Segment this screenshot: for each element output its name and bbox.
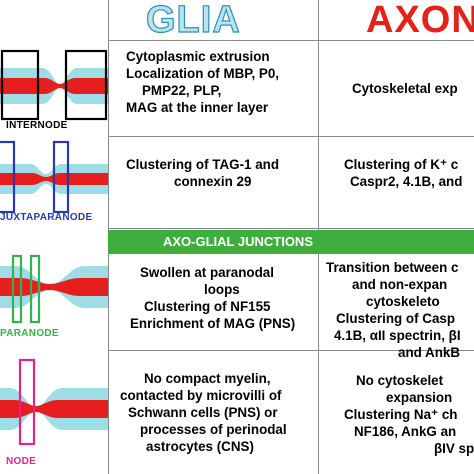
node-axon-cell: No cytoskelet expansion Clustering Na⁺ c… — [344, 372, 474, 457]
node-glia-line: contacted by microvilli of — [120, 388, 282, 403]
paranode-highlight-box — [11, 254, 23, 324]
juxtaparanode-axon-cell: Clustering of K⁺ c Caspr2, 4.1B, and — [344, 156, 462, 190]
node-axon-line: βIV spectrin — [434, 441, 474, 456]
node-diagram — [0, 358, 108, 446]
juxtaparanode-glia-line: connexin 29 — [174, 174, 252, 189]
juxtaparanode-label: JUXTAPARANODE — [0, 212, 93, 223]
row-divider-3 — [108, 350, 474, 351]
paranode-axon-line: cytoskeleto — [366, 294, 440, 309]
row-divider-2 — [108, 228, 474, 229]
axon-core — [0, 278, 108, 296]
paranode-glia-line: Enrichment of MAG (PNS) — [130, 316, 296, 331]
paranode-axon-line: Clustering of Casp — [336, 311, 456, 326]
node-glia-line: processes of perinodal — [140, 422, 287, 437]
internode-diagram — [0, 49, 108, 121]
node-axon-line: expansion — [386, 390, 453, 405]
juxtaparanode-glia-cell: Clustering of TAG-1 and connexin 29 — [126, 156, 279, 190]
internode-highlight-box — [0, 49, 40, 121]
row-divider-header — [108, 40, 474, 41]
node-label: NODE — [6, 456, 37, 467]
node-axon-line: Clustering Na⁺ ch — [344, 407, 458, 422]
axon-core — [0, 400, 108, 418]
internode-glia-line: MAG at the inner layer — [126, 100, 269, 115]
paranode-glia-line: loops — [204, 282, 240, 297]
node-axon-line: No cytoskelet — [356, 373, 444, 388]
axon-core — [0, 78, 108, 94]
internode-glia-line: PMP22, PLP, — [142, 83, 222, 98]
juxtaparanode-diagram — [0, 140, 108, 214]
glia-column-title: GLIA — [145, 0, 241, 41]
juxtaparanode-axon-line: Caspr2, 4.1B, and — [350, 174, 463, 189]
juxtaparanode-highlight-box — [0, 140, 16, 214]
paranode-axon-line: Transition between c — [326, 260, 459, 275]
internode-highlight-box — [64, 49, 108, 121]
axon-column-title: AXON — [366, 0, 474, 41]
paranode-axon-line: and AnkB — [398, 345, 460, 360]
internode-label: INTERNODE — [6, 120, 68, 131]
internode-axon-cell: Cytoskeletal exp — [352, 80, 458, 97]
juxtaparanode-axon-line: Clustering of K⁺ c — [344, 157, 459, 172]
node-glia-line: astrocytes (CNS) — [146, 439, 254, 454]
axo-glial-junctions-banner — [108, 230, 474, 254]
internode-glia-line: Cytoplasmic extrusion — [126, 49, 270, 64]
node-highlight-box — [18, 358, 36, 446]
juxtaparanode-glia-line: Clustering of TAG-1 and — [126, 157, 279, 172]
paranode-glia-cell: Swollen at paranodal loops Clustering of… — [130, 264, 295, 332]
internode-glia-line: Localization of MBP, P0, — [126, 66, 280, 81]
paranode-axon-cell: Transition between c and non-expan cytos… — [326, 259, 461, 361]
paranode-glia-line: Swollen at paranodal — [140, 265, 274, 280]
internode-glia-cell: Cytoplasmic extrusion Localization of MB… — [126, 48, 279, 116]
paranode-label: PARANODE — [0, 328, 59, 339]
paranode-diagram — [0, 254, 108, 324]
paranode-axon-line: and non-expan — [352, 277, 448, 292]
axo-glial-junctions-label: AXO-GLIAL JUNCTIONS — [163, 234, 313, 249]
internode-axon-line: Cytoskeletal exp — [352, 81, 458, 96]
node-axon-line: NF186, AnkG an — [354, 424, 457, 439]
row-divider-1 — [108, 136, 474, 137]
node-glia-line: No compact myelin, — [144, 371, 271, 386]
node-glia-cell: No compact myelin, contacted by microvil… — [120, 370, 287, 455]
paranode-axon-line: 4.1B, αII spectrin, βI — [334, 328, 461, 343]
node-glia-line: Schwann cells (PNS) or — [128, 405, 278, 420]
juxtaparanode-highlight-box — [52, 140, 70, 214]
paranode-highlight-box — [29, 254, 41, 324]
paranode-glia-line: Clustering of NF155 — [144, 299, 271, 314]
